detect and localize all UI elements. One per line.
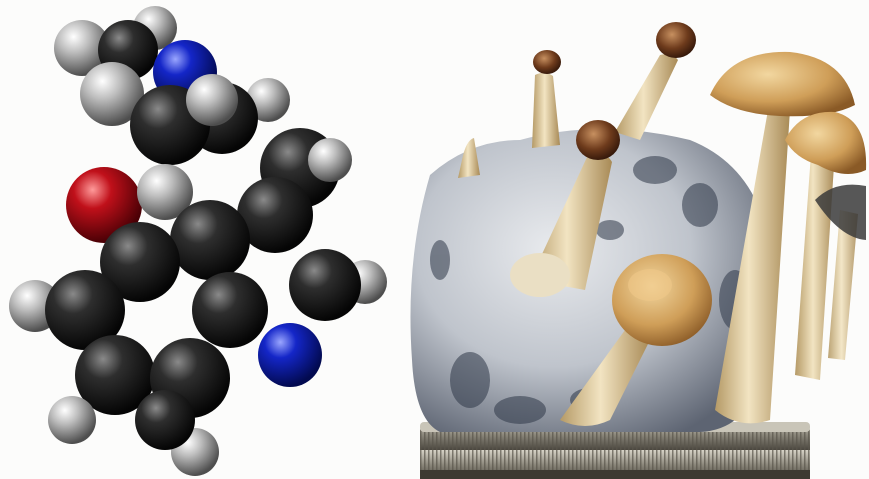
- carbon-atom: [237, 177, 313, 253]
- mushroom-small-1: [532, 50, 561, 148]
- hydrogen-atom: [137, 164, 193, 220]
- oxygen-atom: [66, 167, 142, 243]
- carbon-atom: [289, 249, 361, 321]
- carbon-atom: [170, 200, 250, 280]
- nitrogen-atom: [258, 323, 322, 387]
- mycelium-cake: [410, 129, 768, 432]
- carbon-atom: [100, 222, 180, 302]
- mushroom-small-3: [458, 138, 480, 178]
- mushroom-culture: [410, 22, 867, 479]
- hydrogen-atom: [54, 20, 110, 76]
- carbon-atom: [135, 390, 195, 450]
- hydrogen-atom: [308, 138, 352, 182]
- carbon-atom: [45, 270, 125, 350]
- carbon-atom: [192, 272, 268, 348]
- mushroom-large-cap: [560, 254, 712, 426]
- hydrogen-atom: [186, 74, 238, 126]
- carbon-atom: [75, 335, 155, 415]
- molecule-model: [9, 6, 387, 476]
- hydrogen-atom: [80, 62, 144, 126]
- hydrogen-atom: [48, 396, 96, 444]
- mushroom-tall-1: [710, 51, 855, 424]
- mushroom-tall-3: [815, 184, 866, 360]
- mushroom-medium: [510, 120, 620, 297]
- mushroom-small-2: [615, 22, 696, 140]
